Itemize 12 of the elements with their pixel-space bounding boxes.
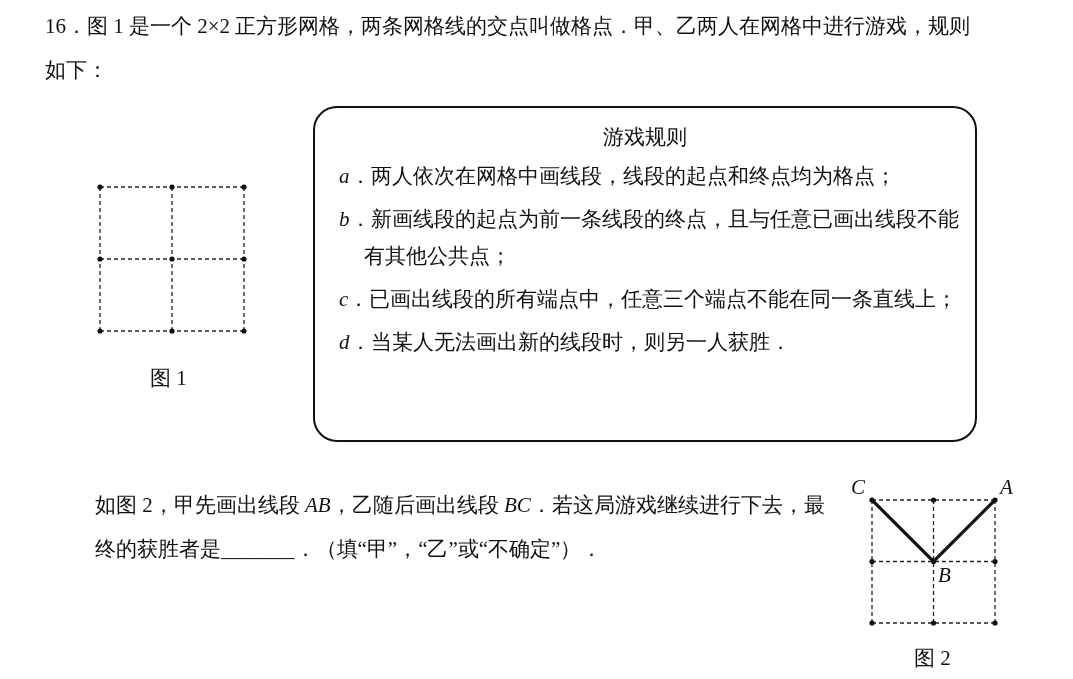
rule-text: c．已画出线段的所有端点中，任意三个端点不能在同一条直线上； (339, 286, 959, 313)
point-label: A (1000, 474, 1013, 501)
question-text: 如图 2，甲先画出线段 AB，乙随后画出线段 BC．若这局游戏继续进行下去，最终的获胜者是_______．（填“甲”，“乙”或“不确定”）． (95, 492, 825, 563)
figure-caption: 图 2 (914, 645, 951, 672)
rules-panel (313, 106, 977, 442)
point-label: B (938, 562, 951, 589)
question-text: 16．图 1 是一个 2×2 正方形网格，两条网格线的交点叫做格点．甲、乙两人在网格中进行游戏，规则如下： (45, 13, 972, 84)
figure-caption: 图 1 (150, 365, 187, 392)
rule-text: a．两人依次在网格中画线段，线段的起点和终点均为格点； (339, 163, 897, 190)
panel-heading: 游戏规则 (602, 124, 688, 151)
point-label: C (851, 474, 865, 501)
rule-text: d．当某人无法画出新的线段时，则另一人获胜． (339, 329, 792, 356)
